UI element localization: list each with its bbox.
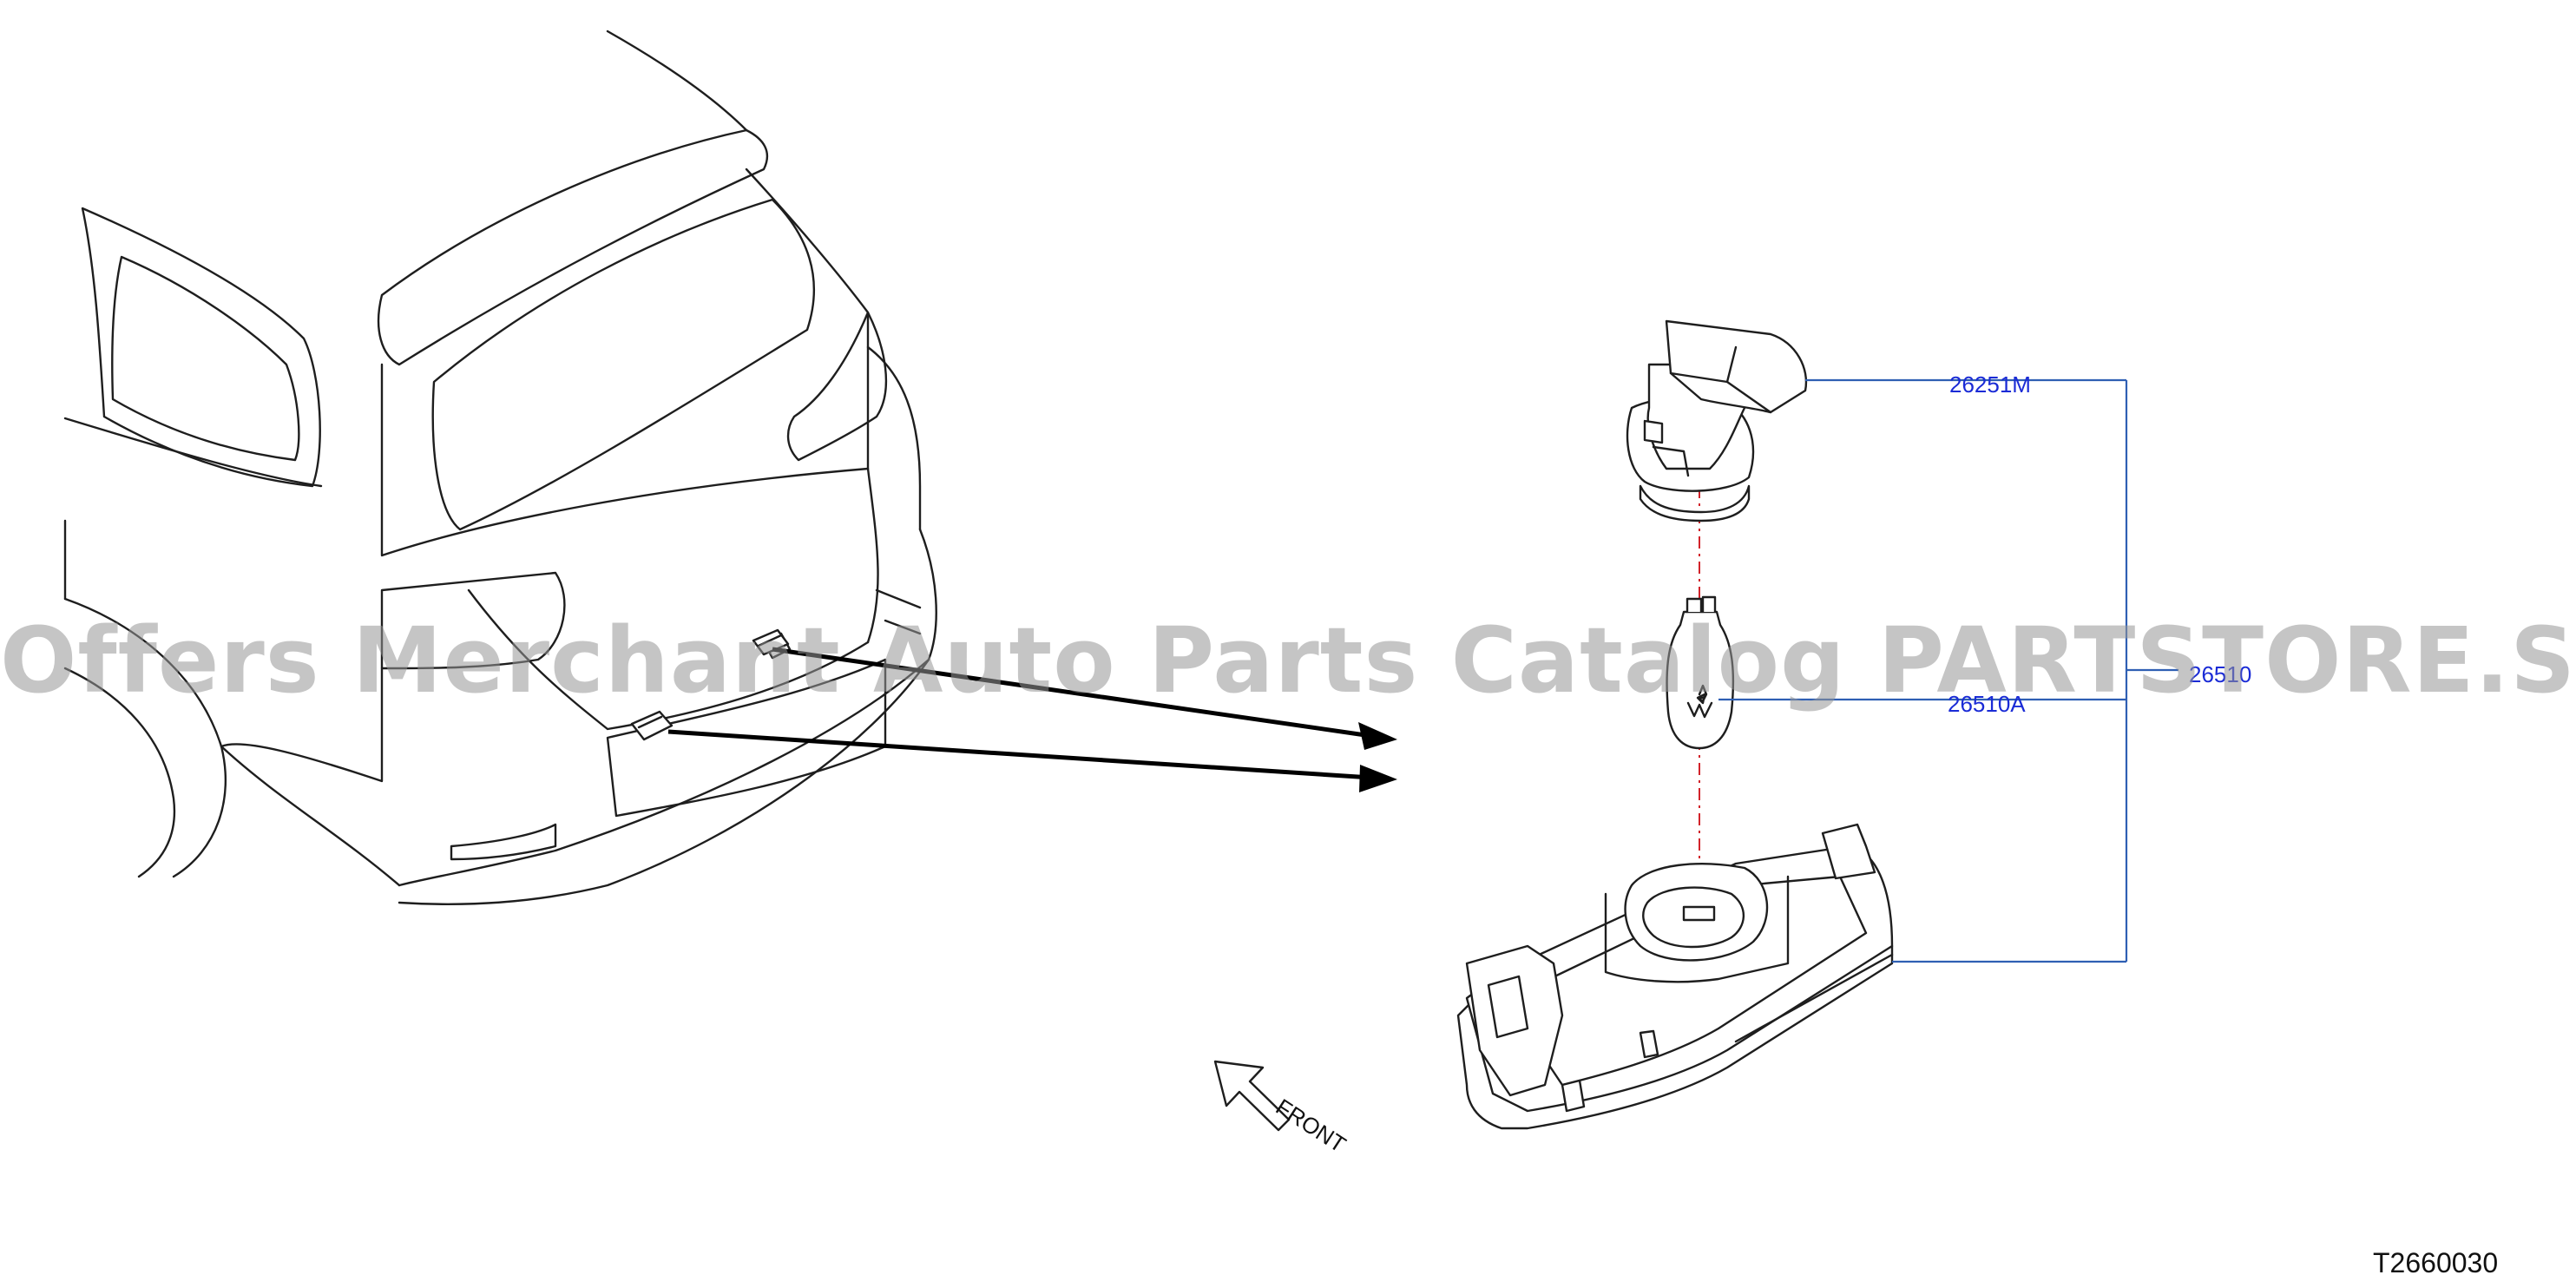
callout-26510: 26510 [2189,661,2251,687]
callout-26510A: 26510A [1948,691,2026,717]
vehicle-rear-illustration [63,30,937,905]
diagram-reference-code: T2660030 [2373,1247,2498,1278]
vehicle-license-lamp-left [630,710,674,741]
bulb-socket-illustration [1626,319,1808,522]
wedge-bulb-illustration [1666,595,1735,750]
vehicle-license-lamp-right [752,628,790,656]
callout-26251M: 26251M [1949,371,2031,398]
license-lamp-housing-illustration [1456,823,1894,1130]
location-arrows [667,647,1397,792]
callout-leaders [1718,378,2178,963]
front-direction-indicator: FRONT [1213,1060,1350,1158]
